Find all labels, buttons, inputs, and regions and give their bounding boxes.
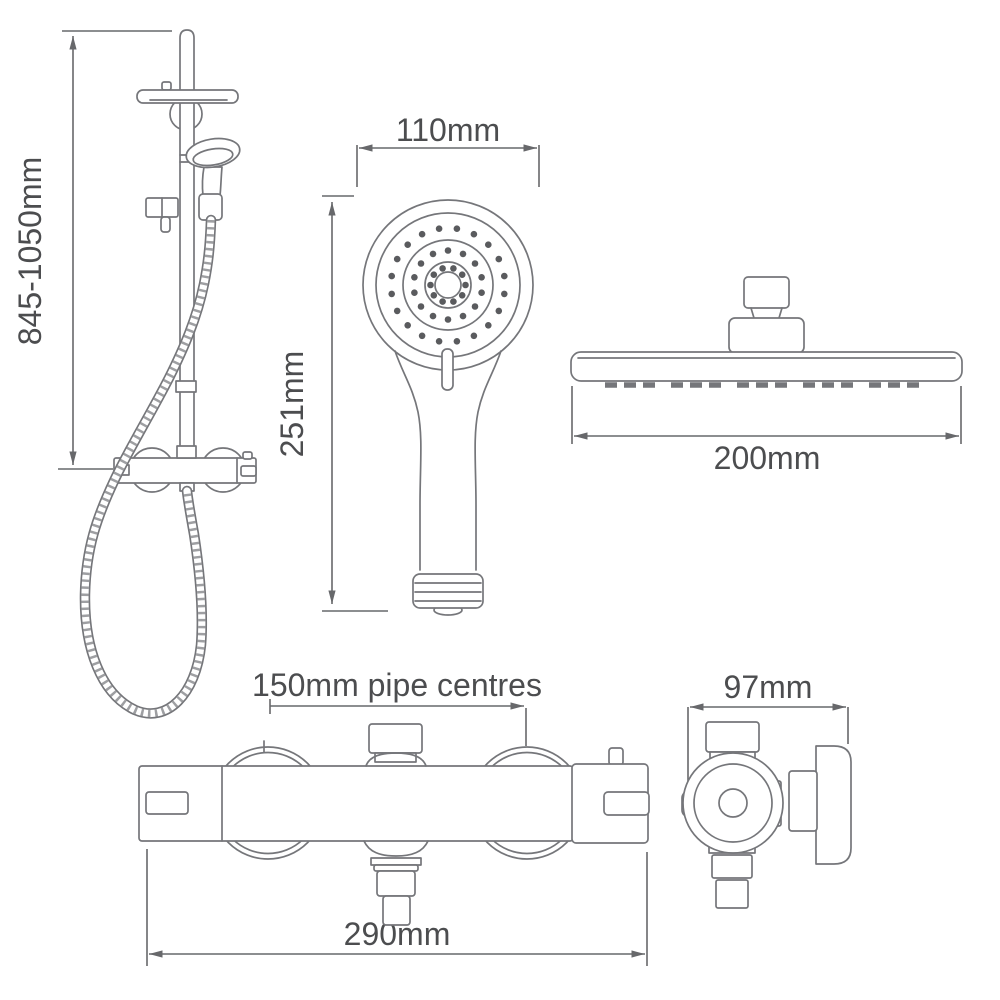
handset-on-rail: [145, 137, 241, 233]
spray-dot: [471, 303, 479, 310]
overhead-width-dimension: 200mm: [571, 386, 962, 476]
handset-head: [185, 137, 241, 169]
spray-dot: [501, 272, 508, 280]
rail-collar: [175, 380, 197, 393]
spray-dot: [459, 250, 467, 258]
spray-dot: [393, 255, 401, 263]
spray-dot: [453, 225, 461, 232]
spray-dot: [429, 312, 437, 320]
spray-dot: [470, 230, 478, 238]
shower-hose: [79, 214, 217, 719]
spray-dot: [388, 272, 396, 280]
pipe-centres-label: 150mm pipe centres: [252, 667, 542, 703]
spray-dot: [458, 292, 466, 299]
handset-front-view: 110mm 251mm: [274, 112, 540, 616]
spray-dot: [470, 332, 478, 340]
handset-width-label: 110mm: [396, 112, 500, 148]
spray-dot: [439, 298, 446, 305]
rail-valve: [113, 445, 257, 493]
wall-plate: [815, 745, 852, 865]
spray-dot: [478, 289, 485, 297]
spray-dot: [427, 281, 434, 289]
mode-lever: [441, 348, 454, 391]
valve-depth-label: 97mm: [724, 669, 813, 705]
spray-dot: [453, 338, 461, 345]
handset-height-dimension: 251mm: [274, 195, 388, 612]
spray-dot: [388, 290, 396, 298]
side-outlet-tail: [715, 879, 749, 909]
handset-width-dimension: 110mm: [356, 112, 540, 187]
valve-depth-dimension: 97mm: [687, 669, 849, 788]
spray-dot: [444, 247, 452, 254]
hose-thread: [412, 573, 484, 609]
spray-dot: [439, 265, 446, 272]
handle-right-edge: [474, 350, 502, 571]
spray-dot: [418, 230, 426, 238]
left-end-cap: [145, 791, 189, 815]
slider-knob: [160, 216, 171, 233]
valve-bar-body: [138, 765, 574, 842]
bottom-outlet-dome: [363, 840, 429, 857]
valve-side-view: 97mm: [681, 669, 852, 909]
outlet-tail: [382, 895, 411, 926]
diverter-handle: [603, 791, 650, 816]
spray-dot: [417, 260, 425, 267]
spray-dot: [459, 312, 467, 320]
handle-left-edge: [394, 350, 422, 571]
swivel-connector: [743, 276, 790, 309]
spray-nozzle-dots: [388, 225, 508, 345]
spray-dot: [485, 322, 492, 329]
spray-dot: [411, 274, 418, 281]
overhead-side-view: 200mm: [570, 276, 963, 476]
overhead-width-label: 200mm: [714, 440, 821, 476]
spray-dot: [485, 241, 492, 248]
spray-dot: [478, 274, 485, 281]
overhead-head-on-rail: [136, 81, 239, 104]
spray-dot: [495, 255, 503, 263]
riser-connector: [176, 445, 197, 459]
drencher-disc: [570, 351, 963, 382]
handset-height-label: 251mm: [274, 351, 310, 458]
riser-height-dimension: 845-1050mm: [12, 30, 172, 470]
pipe-centres-dimension: 150mm pipe centres: [252, 667, 542, 746]
side-knob-hub: [718, 788, 748, 818]
side-outlet-nut: [711, 854, 753, 879]
spray-dot: [435, 225, 443, 232]
spray-dot: [417, 303, 425, 310]
riser-rail-view: 845-1050mm: [12, 29, 257, 719]
riser-height-label: 845-1050mm: [12, 157, 48, 346]
spray-dot: [418, 332, 426, 340]
outlet-nut: [376, 870, 416, 897]
side-knob-outer: [682, 752, 784, 854]
spray-dot: [430, 292, 438, 299]
top-inlet-connector: [368, 723, 423, 754]
spray-dot: [450, 265, 457, 272]
spray-dot: [435, 338, 443, 345]
spray-dot: [501, 290, 508, 298]
spray-face: [362, 199, 534, 391]
valve-body: [113, 457, 257, 484]
spray-dot: [444, 316, 452, 323]
spray-dot: [450, 298, 457, 305]
valve-front-view: 150mm pipe centres 290mm: [138, 667, 650, 966]
spray-dot: [458, 271, 466, 279]
spray-dot: [404, 322, 412, 329]
ball-joint-housing: [728, 317, 805, 354]
spray-dot: [411, 289, 418, 297]
spray-dot: [393, 307, 401, 315]
disc-peg: [161, 81, 172, 91]
spray-dot: [462, 281, 469, 289]
wall-union: [788, 770, 818, 832]
spray-dot: [430, 271, 438, 279]
side-top-inlet: [705, 721, 760, 753]
spray-dot: [404, 241, 412, 248]
spray-dot: [429, 250, 437, 258]
spray-dot: [471, 260, 479, 267]
spray-dot: [495, 307, 503, 315]
